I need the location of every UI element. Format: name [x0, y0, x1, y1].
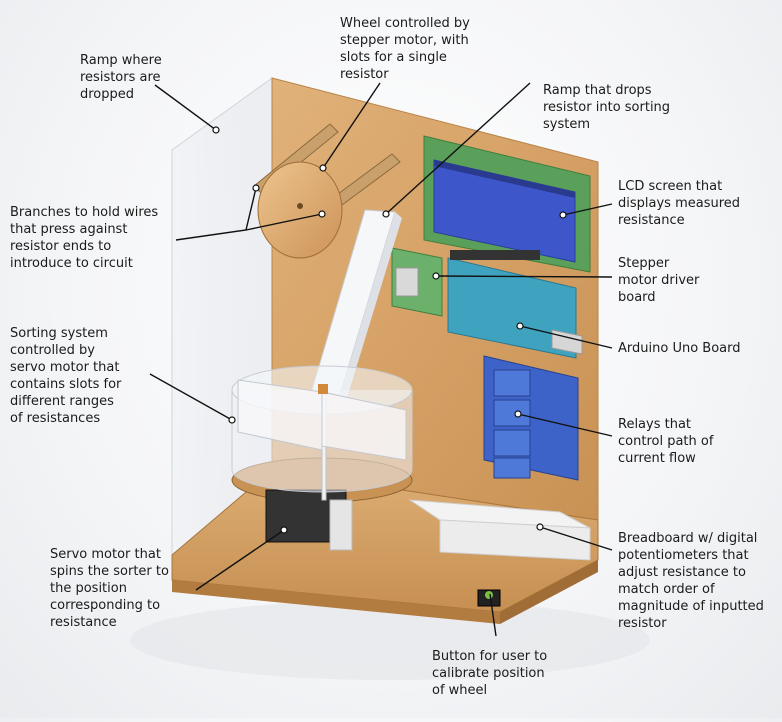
relay-3: [494, 430, 530, 456]
label-ramp-sorting: Ramp that dropsresistor into sortingsyst…: [543, 82, 670, 133]
label-breadboard: Breadboard w/ digitalpotentiometers that…: [618, 530, 764, 632]
stepper-driver-chip: [396, 268, 418, 296]
label-lcd: LCD screen thatdisplays measuredresistan…: [618, 178, 740, 229]
servo-standoff: [330, 500, 352, 550]
label-ramp-dropped: Ramp whereresistors aredropped: [80, 52, 162, 103]
label-branches: Branches to hold wiresthat press against…: [10, 204, 158, 272]
sorter-hub: [318, 384, 328, 394]
stepper-wheel: [258, 162, 342, 258]
relay-4: [494, 458, 530, 478]
calibration-button-cap: [485, 591, 493, 599]
label-button: Button for user tocalibrate positionof w…: [432, 648, 547, 699]
relay-1: [494, 370, 530, 396]
label-arduino: Arduino Uno Board: [618, 340, 740, 357]
arduino-header: [450, 250, 540, 260]
label-relays: Relays thatcontrol path ofcurrent flow: [618, 416, 713, 467]
wheel-hub: [297, 203, 303, 209]
label-stepper-driver: Steppermotor driverboard: [618, 255, 699, 306]
relay-2: [494, 400, 530, 426]
label-sorting: Sorting systemcontrolled byservo motor t…: [10, 325, 121, 427]
leader-ramp-dropped: [155, 85, 216, 130]
label-wheel: Wheel controlled bystepper motor, withsl…: [340, 15, 470, 83]
label-servo: Servo motor thatspins the sorter tothe p…: [50, 546, 169, 631]
